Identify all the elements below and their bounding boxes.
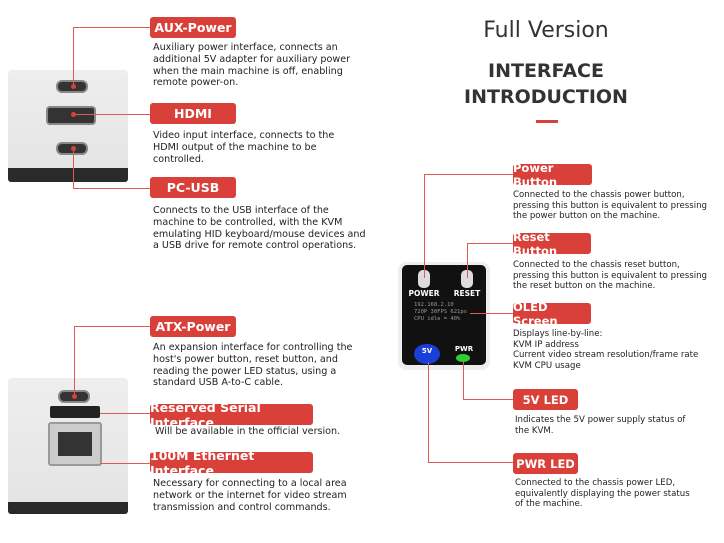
tag-ethernet: 100M Ethernet Interface [150, 448, 313, 478]
desc-reset-button: Connected to the chassis reset button, p… [513, 260, 707, 292]
led-pwr-label: PWR [454, 345, 474, 353]
ethernet-port [48, 422, 102, 466]
tag-pwr-led: PWR LED [513, 453, 578, 474]
desc-pwr-led: Connected to the chassis power LED, equi… [515, 478, 690, 510]
reset-label: RESET [453, 289, 481, 298]
desc-oled-screen: Displays line-by-line: KVM IP address Cu… [513, 329, 699, 371]
reset-button [461, 270, 473, 288]
subtitle-line1: INTERFACE [488, 60, 604, 82]
oled-screen: 192.168.2.10 720P 30FPS 621ps CPU idle =… [414, 302, 480, 323]
device-base [8, 168, 128, 182]
oled-stream: 720P 30FPS 621ps [414, 309, 467, 315]
power-button [418, 270, 430, 288]
led-pwr [456, 354, 470, 362]
oled-cpu: CPU idle = 40% [414, 316, 461, 322]
desc-atx-power: An expansion interface for controlling t… [153, 342, 353, 389]
tag-atx-power: ATX-Power [150, 316, 236, 337]
tag-aux-power: AUX-Power [150, 17, 236, 38]
oled-ip: 192.168.2.10 [414, 302, 454, 308]
desc-5v-led: Indicates the 5V power supply status of … [515, 415, 686, 436]
tag-hdmi: HDMI [150, 103, 236, 124]
desc-ethernet: Necessary for connecting to a local area… [153, 478, 347, 513]
desc-aux-power: Auxiliary power interface, connects an a… [153, 42, 351, 89]
desc-pc-usb: Connects to the USB interface of the mac… [153, 205, 366, 252]
power-label: POWER [408, 289, 440, 298]
device-base [8, 502, 128, 514]
tag-power-button: Power Button [513, 161, 592, 189]
desc-power-button: Connected to the chassis power button, p… [513, 190, 707, 222]
serial-port [50, 406, 100, 418]
desc-serial: Will be available in the official versio… [155, 426, 341, 437]
desc-hdmi: Video input interface, connects to the H… [153, 130, 335, 165]
tag-pc-usb: PC-USB [150, 177, 236, 198]
page-title: Full Version [483, 18, 609, 43]
led-5v-label: 5V [421, 347, 433, 355]
tag-5v-led: 5V LED [513, 389, 578, 410]
subtitle-line2: INTRODUCTION [464, 86, 628, 108]
tag-reset-button: Reset Button [513, 230, 591, 258]
title-divider [536, 120, 558, 123]
led-5v: 5V [414, 344, 440, 364]
tag-oled-screen: OLED Screen [513, 300, 591, 328]
tag-serial: Reserved Serial Interface [150, 400, 313, 430]
